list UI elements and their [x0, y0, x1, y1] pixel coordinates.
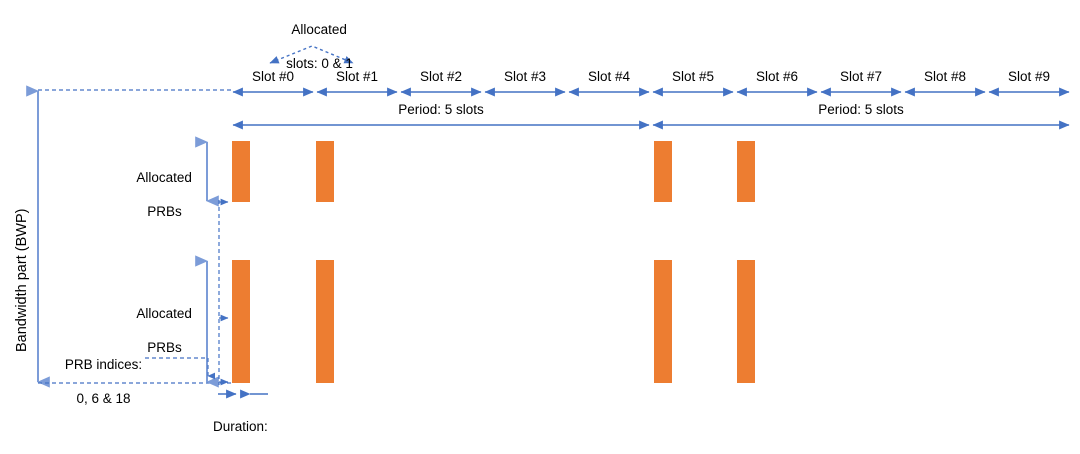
duration-label: Duration: 3 symbols — [198, 401, 304, 454]
resource-bar — [654, 141, 672, 202]
allocated-prbs-upper-line1: Allocated — [136, 170, 192, 185]
prb-index-ladder — [145, 198, 229, 386]
resource-bar — [654, 260, 672, 383]
allocated-slots-callout-leader — [269, 45, 354, 64]
allocated-prbs-lower-label: Allocated PRBs — [112, 288, 202, 373]
allocated-prbs-upper-line2: PRBs — [147, 204, 182, 219]
duration-line1: Duration: — [213, 419, 268, 434]
slot-label-0: Slot #0 — [251, 69, 295, 84]
allocated-slots-callout: Allocated slots: 0 & 1 — [246, 4, 378, 89]
allocated-slots-line2: slots: 0 & 1 — [286, 56, 353, 71]
allocated-prbs-upper-label: Allocated PRBs — [112, 152, 202, 237]
allocated-slots-line1: Allocated — [291, 22, 347, 37]
slot-label-2: Slot #2 — [419, 69, 463, 84]
period-label-1: Period: 5 slots — [818, 102, 904, 117]
prb-indices-line2: 0, 6 & 18 — [76, 391, 131, 406]
slot-label-8: Slot #8 — [923, 69, 967, 84]
prb-indices-line1: PRB indices: — [64, 357, 143, 372]
resource-bar — [232, 141, 250, 202]
slot-label-4: Slot #4 — [587, 69, 631, 84]
prb-indices-label: PRB indices: 0, 6 & 18 — [44, 339, 148, 424]
resource-bar — [232, 260, 250, 383]
slot-label-9: Slot #9 — [1007, 69, 1051, 84]
slot-label-7: Slot #7 — [839, 69, 883, 84]
allocated-prbs-lower-line1: Allocated — [136, 306, 192, 321]
slot-label-6: Slot #6 — [755, 69, 799, 84]
slot-label-5: Slot #5 — [671, 69, 715, 84]
slot-label-3: Slot #3 — [503, 69, 547, 84]
resource-bar — [316, 141, 334, 202]
resource-bar — [737, 141, 755, 202]
resource-bar — [737, 260, 755, 383]
allocated-prbs-lower-line2: PRBs — [147, 340, 182, 355]
resource-bar — [316, 260, 334, 383]
bwp-axis-label: Bandwidth part (BWP) — [14, 208, 30, 352]
slot-label-1: Slot #1 — [335, 69, 379, 84]
period-label-0: Period: 5 slots — [398, 102, 484, 117]
